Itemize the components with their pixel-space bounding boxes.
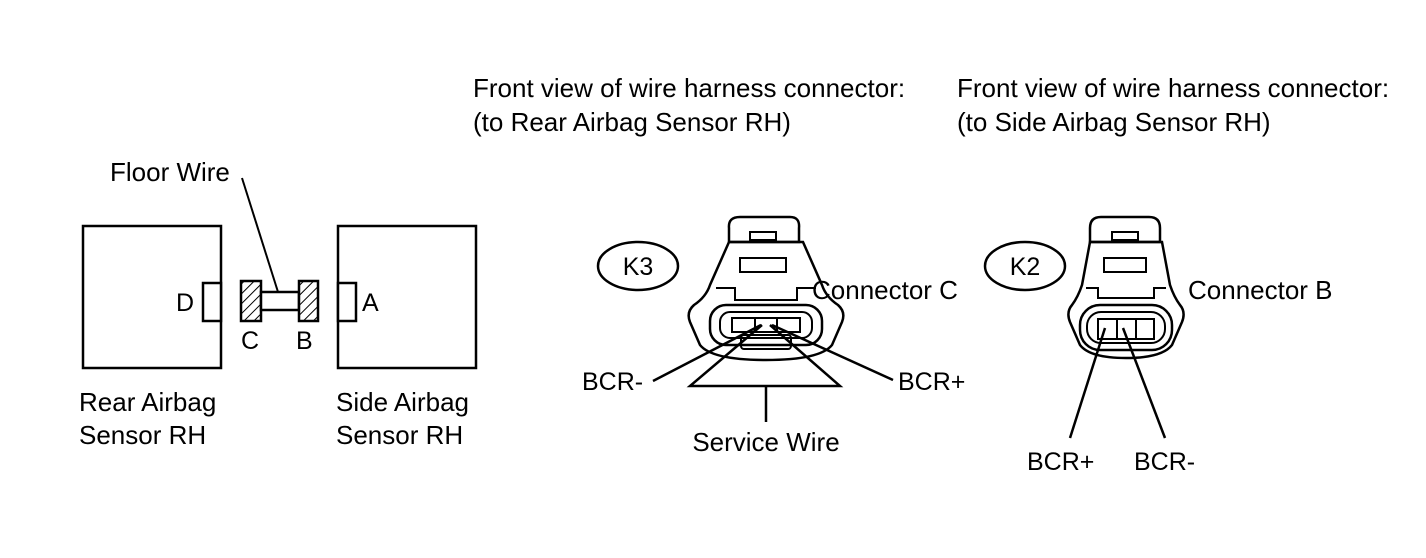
bcr-plus-c-leader [771,323,894,382]
connector-b-drawing [1067,215,1185,360]
header-left-line2: (to Rear Airbag Sensor RH) [473,107,791,137]
connector-b-window [1103,257,1147,273]
k2-code-ellipse [983,240,1067,292]
pin-b-label: B [296,327,313,355]
connector-c-face [708,303,824,347]
floor-wire-body [259,290,301,312]
pin-b-connector [297,279,320,323]
header-right: Front view of wire harness connector: (t… [957,73,1389,137]
service-wire-label: Service Wire [692,427,839,457]
pin-d-label: D [176,289,194,317]
bcr-minus-b-label: BCR- [1134,448,1195,476]
layout-diagram: Floor Wire D C B A Rear Airbag Sensor RH… [79,157,478,450]
pin-a-tab [336,281,358,323]
pin-c-connector [239,279,263,323]
connector-b-ridge [1086,287,1166,299]
k3-code-label: K3 [623,253,654,281]
k3-code-ellipse [596,240,680,292]
floor-wire-leader [241,177,279,293]
pin-a-label: A [362,289,379,317]
floor-wire-label: Floor Wire [110,157,230,187]
bcr-plus-c-label: BCR+ [898,368,965,396]
connector-b-latch [1088,215,1162,244]
bcr-minus-c-label: BCR- [582,368,643,396]
connector-b-group: K2 BCR+ BCR- Connector B [983,215,1333,476]
connector-c-pin-cavity [731,317,801,333]
connector-c-group: K3 Service Wire BCR- BCR+ Connector C [582,215,965,457]
connector-b-face-inner [1086,311,1166,344]
rear-sensor-label-line2: Sensor RH [79,420,206,450]
pin-d-tab [201,281,223,323]
pin-c-label: C [241,327,259,355]
connector-c-window [739,257,787,273]
connector-c-label: Connector C [812,275,958,305]
connector-c-housing [687,240,845,362]
connector-b-label: Connector B [1188,275,1333,305]
header-left-line1: Front view of wire harness connector: [473,73,905,103]
k2-code-label: K2 [1010,253,1041,281]
side-sensor-label-line1: Side Airbag [336,387,469,417]
connector-c-face-inner [719,311,813,339]
bcr-plus-b-label: BCR+ [1027,448,1094,476]
bcr-minus-b-leader [1121,327,1167,439]
rear-airbag-sensor-box [81,224,223,370]
header-right-line1: Front view of wire harness connector: [957,73,1389,103]
rear-sensor-label-line1: Rear Airbag [79,387,216,417]
connector-c-latch [727,215,801,244]
header-right-line2: (to Side Airbag Sensor RH) [957,107,1271,137]
bcr-minus-c-leader [652,323,762,383]
connector-b-housing [1067,240,1185,360]
connector-c-ridge [716,287,816,301]
side-sensor-label-line2: Sensor RH [336,420,463,450]
header-left: Front view of wire harness connector: (t… [473,73,905,137]
connector-c-latch-slot [749,231,777,241]
connector-b-latch-slot [1111,231,1139,241]
connector-b-face [1078,303,1174,352]
side-airbag-sensor-box [336,224,478,370]
bcr-plus-b-leader [1068,327,1107,439]
